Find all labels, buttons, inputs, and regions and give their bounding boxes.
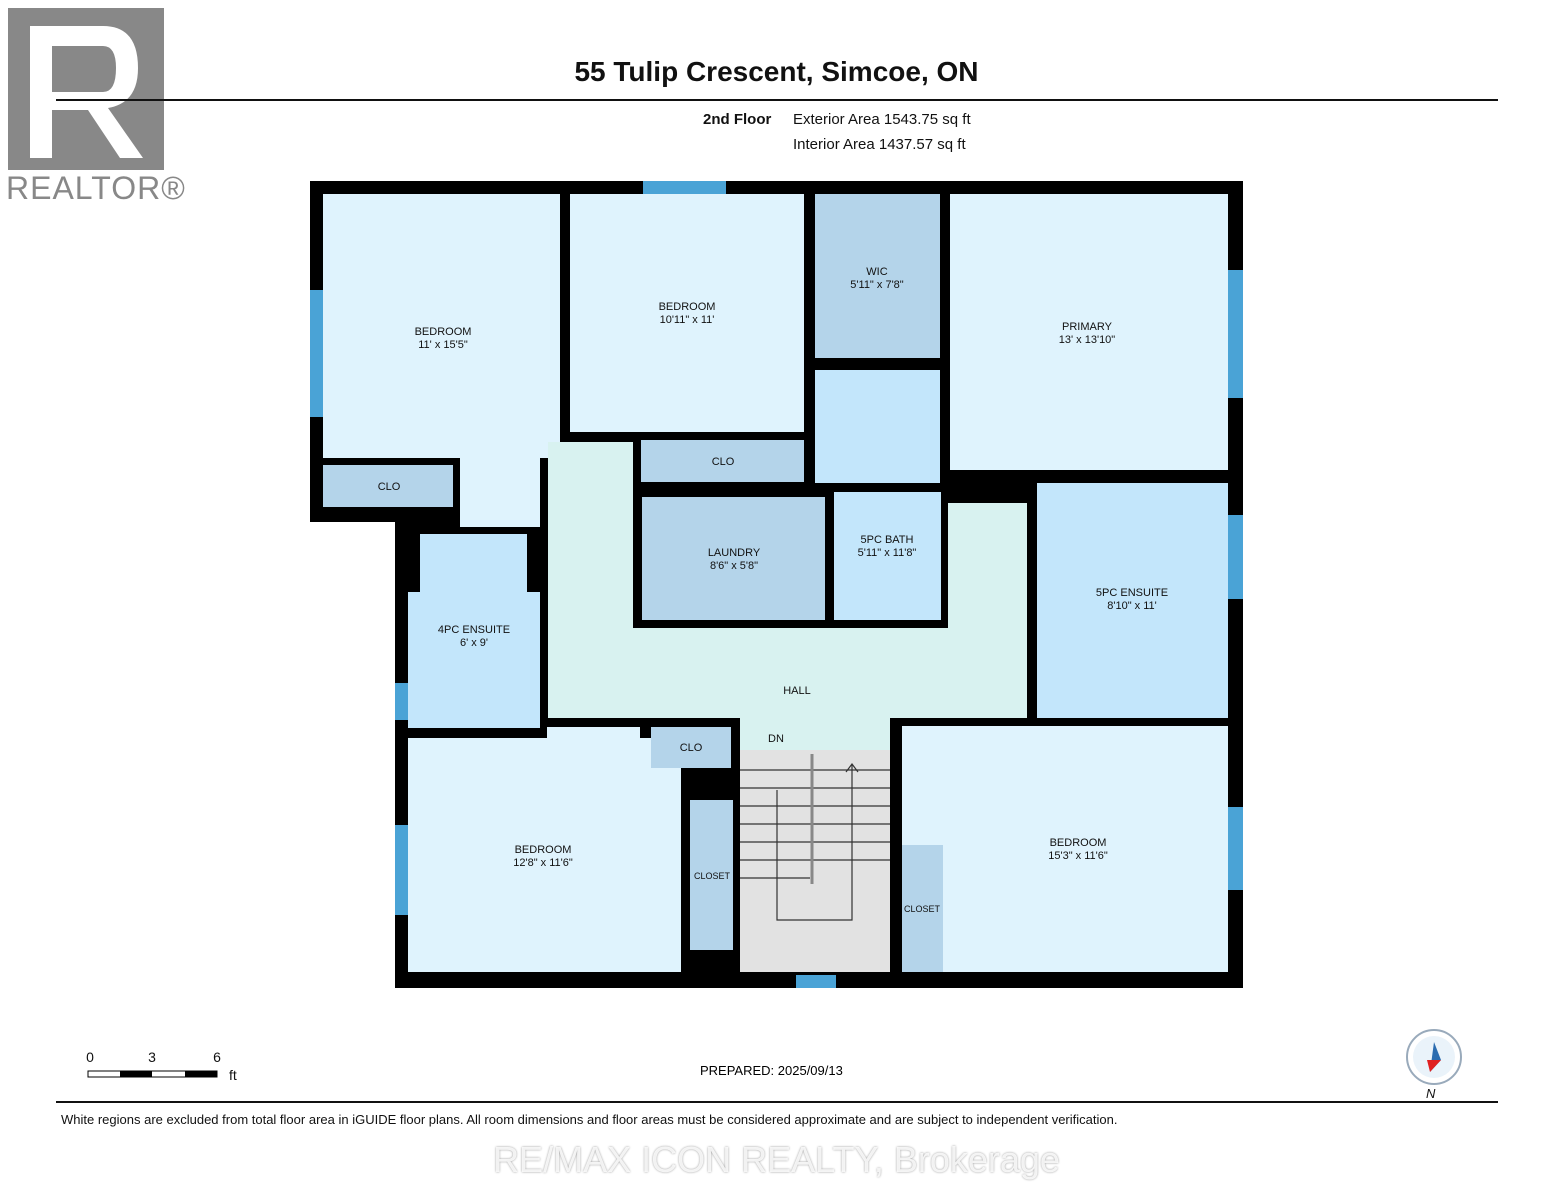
stair-treads xyxy=(740,754,890,921)
label-laundry: LAUNDRY xyxy=(708,547,761,559)
label-bedroom3: BEDROOM xyxy=(515,844,572,856)
label-bedroom2: BEDROOM xyxy=(659,301,716,313)
brokerage-watermark: RE/MAX ICON REALTY, Brokerage xyxy=(493,1139,1060,1180)
dim-bedroom2: 10'11" x 11' xyxy=(660,314,715,326)
prepared-date: PREPARED: 2025/09/13 xyxy=(700,1063,843,1078)
compass-icon: N xyxy=(1406,1029,1462,1100)
realtor-logo-icon xyxy=(8,8,164,170)
scale-unit: ft xyxy=(229,1067,237,1083)
dim-wic: 5'11" x 7'8" xyxy=(850,279,903,291)
room-hall xyxy=(548,442,1027,750)
divider xyxy=(56,99,1498,101)
stairs xyxy=(740,750,890,972)
dim-laundry: 8'6" x 5'8" xyxy=(710,560,758,572)
label-5pc-ensuite: 5PC ENSUITE xyxy=(1096,587,1168,599)
dim-bedroom3: 12'8" x 11'6" xyxy=(513,857,573,869)
dim-5pc-ensuite: 8'10" x 11' xyxy=(1107,600,1157,612)
window xyxy=(1228,515,1243,599)
window xyxy=(395,683,408,720)
dim-4pc-ensuite: 6' x 9' xyxy=(460,637,488,649)
scale-bar: 0 3 6 ft xyxy=(86,1049,237,1083)
window xyxy=(1228,807,1243,890)
room-4pc-ensuite-top xyxy=(420,534,527,594)
compass-label: N xyxy=(1426,1086,1436,1100)
window xyxy=(395,825,408,915)
label-primary: PRIMARY xyxy=(1062,321,1113,333)
room-5pc-ensuite xyxy=(1037,483,1228,718)
room-bedroom2 xyxy=(570,194,804,432)
interior-area: Interior Area 1437.57 sq ft xyxy=(793,136,966,153)
window xyxy=(643,181,726,194)
room-bedroom3 xyxy=(408,738,681,972)
label-dn: DN xyxy=(768,733,784,745)
scale-tick: 6 xyxy=(213,1049,221,1065)
label-clo2: CLO xyxy=(712,456,735,468)
label-5pc-bath: 5PC BATH xyxy=(861,534,914,546)
room-clo1 xyxy=(323,465,453,507)
scale-tick: 0 xyxy=(86,1049,94,1065)
window xyxy=(796,975,836,988)
label-clo1: CLO xyxy=(378,481,401,493)
window xyxy=(1228,270,1243,398)
dim-5pc-bath: 5'11" x 11'8" xyxy=(858,547,917,559)
floor-plan: BEDROOM 11' x 15'5" BEDROOM 10'11" x 11'… xyxy=(86,181,1462,1100)
label-clo3: CLO xyxy=(680,742,703,754)
label-closet2: CLOSET xyxy=(904,904,941,914)
room-closet1 xyxy=(690,800,733,950)
room-closet2 xyxy=(902,845,943,972)
dim-primary: 13' x 13'10" xyxy=(1059,334,1116,346)
room-bedroom1-ext xyxy=(460,455,540,527)
room-5pc-bath xyxy=(834,492,941,620)
label-closet1: CLOSET xyxy=(694,871,731,881)
divider xyxy=(56,1101,1498,1103)
floor-label: 2nd Floor xyxy=(703,111,772,128)
room-4pc-ensuite xyxy=(408,592,540,728)
label-4pc-ensuite: 4PC ENSUITE xyxy=(438,624,510,636)
room-wic xyxy=(815,194,940,358)
windows xyxy=(310,181,1243,988)
exterior-area: Exterior Area 1543.75 sq ft xyxy=(793,111,971,128)
room-laundry xyxy=(642,497,825,620)
realtor-logo-text: REALTOR® xyxy=(6,170,186,206)
room-unlabeled xyxy=(815,370,940,483)
label-hall: HALL xyxy=(783,685,811,697)
label-wic: WIC xyxy=(866,266,887,278)
page-title: 55 Tulip Crescent, Simcoe, ON xyxy=(574,56,979,87)
room-bedroom4 xyxy=(902,726,1228,972)
dim-bedroom4: 15'3" x 11'6" xyxy=(1048,850,1108,862)
room-clo3 xyxy=(651,727,731,768)
scale-tick: 3 xyxy=(148,1049,156,1065)
label-bedroom4: BEDROOM xyxy=(1050,837,1107,849)
label-bedroom1: BEDROOM xyxy=(415,326,472,338)
room-bedroom3-ext xyxy=(547,727,640,747)
room-bedroom1 xyxy=(323,194,560,458)
disclaimer: White regions are excluded from total fl… xyxy=(61,1112,1118,1127)
dim-bedroom1: 11' x 15'5" xyxy=(418,339,468,351)
room-clo2 xyxy=(641,440,804,482)
window xyxy=(310,290,323,417)
room-primary xyxy=(950,194,1228,470)
